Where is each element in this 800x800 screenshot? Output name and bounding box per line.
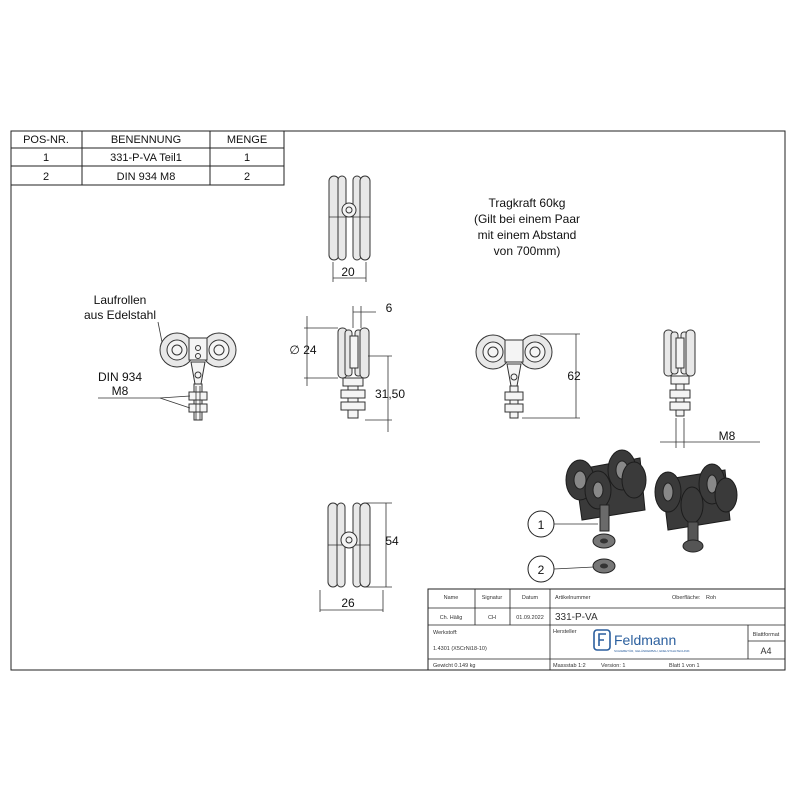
header-menge: MENGE — [227, 134, 267, 146]
bottom-view: 54 26 — [319, 502, 399, 612]
dim-stem-height: 31,50 — [375, 387, 405, 401]
rollers-label: Laufrollen aus Edelstahl — [84, 293, 163, 343]
svg-text:mit einem Abstand: mit einem Abstand — [478, 228, 577, 242]
row2-pos: 2 — [43, 171, 49, 183]
tb-article-value: 331-P-VA — [555, 612, 598, 623]
row2-name: DIN 934 M8 — [117, 171, 176, 183]
tb-format-label: Blattformat — [753, 632, 780, 638]
svg-text:Laufrollen: Laufrollen — [94, 293, 147, 307]
dim-axle-width: 6 — [386, 301, 393, 315]
dim-diameter: ∅ 24 — [289, 343, 316, 357]
dim-total-height: 62 — [567, 369, 581, 383]
isometric-exploded-view — [565, 449, 738, 574]
tb-version: Version: 1 — [601, 663, 625, 669]
tb-surface-label: Oberfläche: — [672, 595, 701, 601]
front-view-left — [159, 332, 237, 421]
tb-article-label: Artikelnummer — [555, 595, 591, 601]
tb-sheet: Blatt 1 von 1 — [669, 663, 700, 669]
dim-thread: M8 — [719, 429, 736, 443]
tb-material-value: 1.4301 (X5CrNi18-10) — [433, 646, 487, 652]
tb-date-label: Datum — [522, 595, 539, 601]
row1-pos: 1 — [43, 152, 49, 164]
side-view-right: M8 — [660, 329, 760, 448]
tb-name-value: Ch. Hälig — [440, 615, 463, 621]
tb-material-label: Werkstoff: — [433, 630, 458, 636]
row2-qty: 2 — [244, 171, 250, 183]
tb-surface-value: Roh — [706, 595, 716, 601]
svg-text:M8: M8 — [112, 384, 129, 398]
tb-manufacturer-label: Hersteller — [553, 629, 577, 635]
svg-text:1: 1 — [538, 518, 545, 532]
svg-text:DIN 934: DIN 934 — [98, 370, 142, 384]
nut-label: DIN 934 M8 — [98, 370, 191, 409]
company-name: Feldmann — [614, 632, 676, 648]
dim-bottom-width: 26 — [341, 596, 355, 610]
svg-text:(Gilt bei einem Paar: (Gilt bei einem Paar — [474, 212, 580, 226]
svg-text:von 700mm): von 700mm) — [494, 244, 561, 258]
tb-weight: Gewicht 0.149 kg — [433, 663, 476, 669]
dim-top-width: 20 — [341, 265, 355, 279]
load-capacity-note: Tragkraft 60kg (Gilt bei einem Paar mit … — [474, 196, 580, 258]
parts-table: POS-NR. BENENNUNG MENGE 1 331-P-VA Teil1… — [10, 130, 285, 186]
tb-signature-label: Signatur — [482, 595, 503, 601]
drawing-frame — [10, 130, 786, 671]
feldmann-logo: Feldmann SCHIEBETÜR, GELÄNDERBAU, EDELST… — [593, 629, 690, 653]
tb-signature-value: CH — [488, 615, 496, 621]
header-benennung: BENENNUNG — [111, 134, 181, 146]
svg-text:Tragkraft 60kg: Tragkraft 60kg — [489, 196, 566, 210]
svg-text:2: 2 — [538, 563, 545, 577]
tb-name-label: Name — [444, 595, 459, 601]
side-view-center: 6 ∅ 24 31,50 — [289, 301, 405, 432]
row1-name: 331-P-VA Teil1 — [110, 152, 182, 164]
svg-text:aus Edelstahl: aus Edelstahl — [84, 308, 156, 322]
dim-bottom-height: 54 — [385, 534, 399, 548]
balloon-1: 1 — [527, 510, 598, 538]
tb-format-value: A4 — [760, 646, 771, 656]
header-pos-nr: POS-NR. — [23, 134, 69, 146]
tb-scale: Massstab 1:2 — [553, 663, 586, 669]
title-block: Name Signatur Datum Artikelnummer Oberfl… — [427, 588, 786, 671]
front-view-right: 62 — [475, 333, 581, 419]
tb-date-value: 01.09.2022 — [516, 615, 544, 621]
top-view: 20 — [328, 175, 371, 282]
balloon-2: 2 — [527, 555, 595, 583]
company-tagline: SCHIEBETÜR, GELÄNDERBAU, EDELSTAHLTECHNI… — [614, 649, 690, 653]
row1-qty: 1 — [244, 152, 250, 164]
